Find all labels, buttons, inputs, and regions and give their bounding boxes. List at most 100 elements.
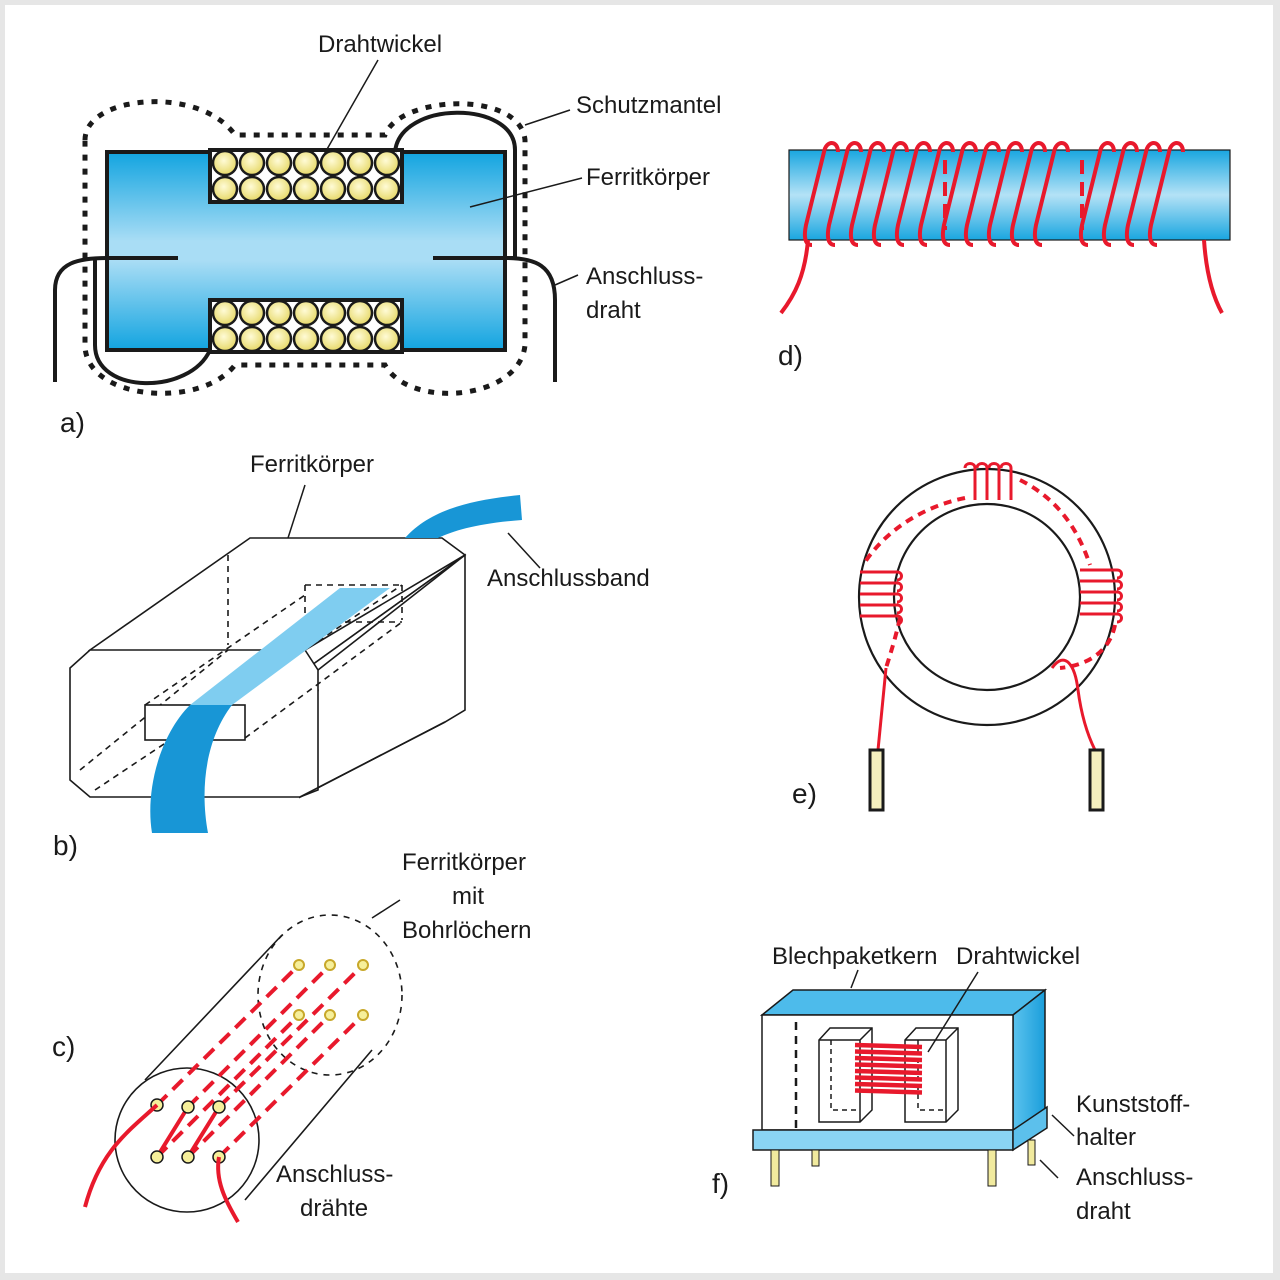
leader-winding <box>317 59 379 166</box>
leader-lead <box>554 274 579 286</box>
ferrite-rod <box>788 149 1231 241</box>
hole-near <box>150 1150 164 1164</box>
winding-bottom <box>208 298 404 354</box>
cylinder-far-end <box>257 914 403 1076</box>
hole-near <box>212 1100 226 1114</box>
winding-turn <box>854 1068 923 1076</box>
label-kunststoffhalter-1: Kunststoff- <box>1076 1091 1190 1118</box>
toroid-inner <box>892 502 1082 692</box>
hole-near <box>181 1100 195 1114</box>
panel-label-e: e) <box>792 778 817 809</box>
label-f-anschlussdraht-2: draht <box>1076 1198 1131 1225</box>
rod-lead-right <box>1202 239 1224 314</box>
wire-bead <box>211 175 239 203</box>
toroid-lead-right <box>1050 658 1097 751</box>
coil-turn-top <box>999 462 1013 500</box>
wire-bead <box>238 175 266 203</box>
lead-pin-1 <box>770 1149 780 1187</box>
wire-bead <box>211 149 239 177</box>
coil-turn-left <box>860 592 903 604</box>
coil-turn-top <box>963 462 977 500</box>
panel-e-toroid-inductor <box>857 462 1123 812</box>
wire-bead <box>238 149 266 177</box>
lead-wire-1 <box>83 1103 159 1208</box>
lead-pin-4 <box>1027 1139 1036 1166</box>
wire-bead <box>292 149 320 177</box>
coil-turn <box>1124 141 1162 247</box>
cylinder-outline <box>144 934 373 1201</box>
wire-loop <box>155 1105 221 1159</box>
wire-bead <box>373 149 401 177</box>
coil-turn-right <box>1080 612 1123 624</box>
hole-far <box>357 1009 369 1021</box>
panel-label-d: d) <box>778 340 803 371</box>
toroid-lead-left <box>876 667 888 751</box>
label-drahtwickel: Drahtwickel <box>318 31 442 58</box>
label-c-leads-1: Anschluss- <box>276 1161 393 1188</box>
lead-pin-2 <box>811 1149 820 1167</box>
connection-strip-front <box>150 705 232 833</box>
wire-bead <box>319 299 347 327</box>
coil-turn-top <box>975 462 989 500</box>
coil-turn <box>825 141 863 247</box>
coil-turn-right <box>1080 579 1123 591</box>
connection-strip-end <box>405 495 522 538</box>
coil-turn <box>1078 141 1116 247</box>
winding-turn <box>854 1055 923 1063</box>
panel-f-laminated-core-choke <box>752 969 1075 1187</box>
coil-backside-lower-right <box>1059 624 1117 670</box>
lead-pin-3 <box>987 1149 997 1187</box>
wire-bead <box>292 299 320 327</box>
coil-turn <box>1101 141 1139 247</box>
coil-turn <box>963 141 1001 247</box>
panel-label-b: b) <box>53 830 78 861</box>
wire-bead <box>265 299 293 327</box>
plastic-holder-side <box>1012 1105 1048 1152</box>
toroid-pin-right <box>1088 748 1105 812</box>
hole-far <box>293 1009 305 1021</box>
hole-near <box>181 1150 195 1164</box>
wire-bead <box>238 325 266 353</box>
wire-bead <box>265 149 293 177</box>
coil-turn-left <box>860 603 903 615</box>
hidden-wire <box>217 1013 365 1159</box>
leader-b-strip <box>507 532 541 569</box>
coil-turn-right <box>1080 568 1123 580</box>
coil-turn-left <box>860 581 903 593</box>
hidden-wire <box>155 963 301 1107</box>
wire-bead <box>292 175 320 203</box>
coil-turn <box>1032 141 1070 247</box>
hole-far <box>357 959 369 971</box>
coil-turn <box>940 141 978 247</box>
wire-bead <box>346 299 374 327</box>
winding-turn <box>854 1049 923 1056</box>
label-b-ferritkoerper: Ferritkörper <box>250 451 374 478</box>
wire-bead <box>373 299 401 327</box>
leader-coating <box>524 109 571 126</box>
lead-wire-2 <box>216 1156 240 1224</box>
wire-bead <box>373 175 401 203</box>
panel-label-c: c) <box>52 1031 75 1062</box>
panel-a-smd-wire-wound-inductor: Drahtwickel Schutzmantel Ferritkörper An… <box>53 31 721 438</box>
wire-bead <box>265 325 293 353</box>
coil-turn <box>871 141 909 247</box>
leader-f-core <box>850 969 859 989</box>
winding-turn <box>854 1062 923 1069</box>
label-anschlussdraht-1: Anschluss- <box>586 263 703 290</box>
hidden-wire <box>155 1013 301 1159</box>
toroid-pin-left <box>868 748 885 812</box>
plastic-holder-front <box>752 1129 1014 1151</box>
wire-bead <box>265 175 293 203</box>
coil-turn <box>1147 141 1185 247</box>
panel-b-smd-chip-ferrite <box>69 484 541 833</box>
coil-turn <box>848 141 886 247</box>
wire-bead <box>211 325 239 353</box>
coil-turn <box>917 141 955 247</box>
leader-c-core <box>371 899 401 919</box>
hidden-wire <box>186 1013 332 1159</box>
connection-strip-top <box>190 588 390 705</box>
choke-winding <box>854 1042 923 1095</box>
bobbin-post-right <box>904 1027 959 1123</box>
drilled-holes <box>83 959 369 1224</box>
